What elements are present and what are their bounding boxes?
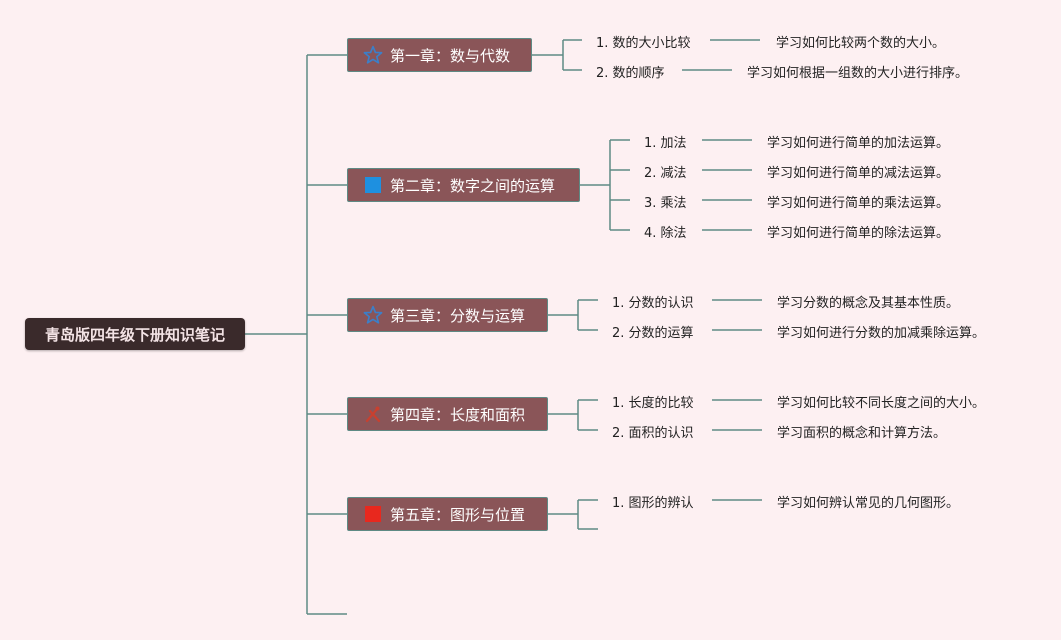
chapter-4-item-1-desc: 学习如何比较不同长度之间的大小。	[777, 396, 986, 411]
chapter-5-item-1[interactable]: 1. 图形的辨认	[612, 496, 694, 511]
chapter-1-label: 第一章：数与代数	[390, 46, 511, 65]
chapter-2-item-3[interactable]: 3. 乘法	[644, 196, 687, 211]
chapter-4-node[interactable]: 第四章：长度和面积	[347, 397, 548, 431]
chapter-2-item-4-desc: 学习如何进行简单的除法运算。	[767, 226, 950, 241]
chapter-3-item-2-desc: 学习如何进行分数的加减乘除运算。	[777, 326, 986, 341]
chapter-5-label: 第五章：图形与位置	[390, 505, 526, 524]
chapter-2-label: 第二章：数字之间的运算	[390, 176, 556, 195]
chapter-4-item-2-desc: 学习面积的概念和计算方法。	[777, 426, 947, 441]
chapter-5-item-1-desc: 学习如何辨认常见的几何图形。	[777, 496, 960, 511]
chapter-1-item-2-desc: 学习如何根据一组数的大小进行排序。	[747, 66, 969, 81]
chapter-4-item-1[interactable]: 1. 长度的比较	[612, 396, 694, 411]
chapter-3-item-1[interactable]: 1. 分数的认识	[612, 296, 694, 311]
root-node[interactable]: 青岛版四年级下册知识笔记	[25, 318, 245, 350]
chapter-5-node[interactable]: 第五章：图形与位置	[347, 497, 548, 531]
chapter-2-item-2-desc: 学习如何进行简单的减法运算。	[767, 166, 950, 181]
chapter-4-item-2[interactable]: 2. 面积的认识	[612, 426, 694, 441]
chapter-3-label: 第三章：分数与运算	[390, 306, 526, 325]
chapter-3-node[interactable]: 第三章：分数与运算	[347, 298, 548, 332]
chapter-3-item-2[interactable]: 2. 分数的运算	[612, 326, 694, 341]
chapter-2-node[interactable]: 第二章：数字之间的运算	[347, 168, 580, 202]
chapter-2-item-4[interactable]: 4. 除法	[644, 226, 687, 241]
chapter-1-item-1[interactable]: 1. 数的大小比较	[596, 36, 691, 51]
star-outline-icon	[362, 44, 384, 66]
blue-square-icon	[362, 174, 384, 196]
chapter-1-item-2[interactable]: 2. 数的顺序	[596, 66, 665, 81]
chapter-3-item-1-desc: 学习分数的概念及其基本性质。	[777, 296, 960, 311]
red-square-icon	[362, 503, 384, 525]
chapter-2-item-2[interactable]: 2. 减法	[644, 166, 687, 181]
tools-icon	[362, 403, 384, 425]
chapter-1-node[interactable]: 第一章：数与代数	[347, 38, 532, 72]
chapter-2-item-3-desc: 学习如何进行简单的乘法运算。	[767, 196, 950, 211]
star-outline-icon	[362, 304, 384, 326]
chapter-1-item-1-desc: 学习如何比较两个数的大小。	[776, 36, 946, 51]
root-label: 青岛版四年级下册知识笔记	[44, 325, 225, 344]
chapter-4-label: 第四章：长度和面积	[390, 405, 526, 424]
chapter-2-item-1[interactable]: 1. 加法	[644, 136, 687, 151]
chapter-2-item-1-desc: 学习如何进行简单的加法运算。	[767, 136, 950, 151]
